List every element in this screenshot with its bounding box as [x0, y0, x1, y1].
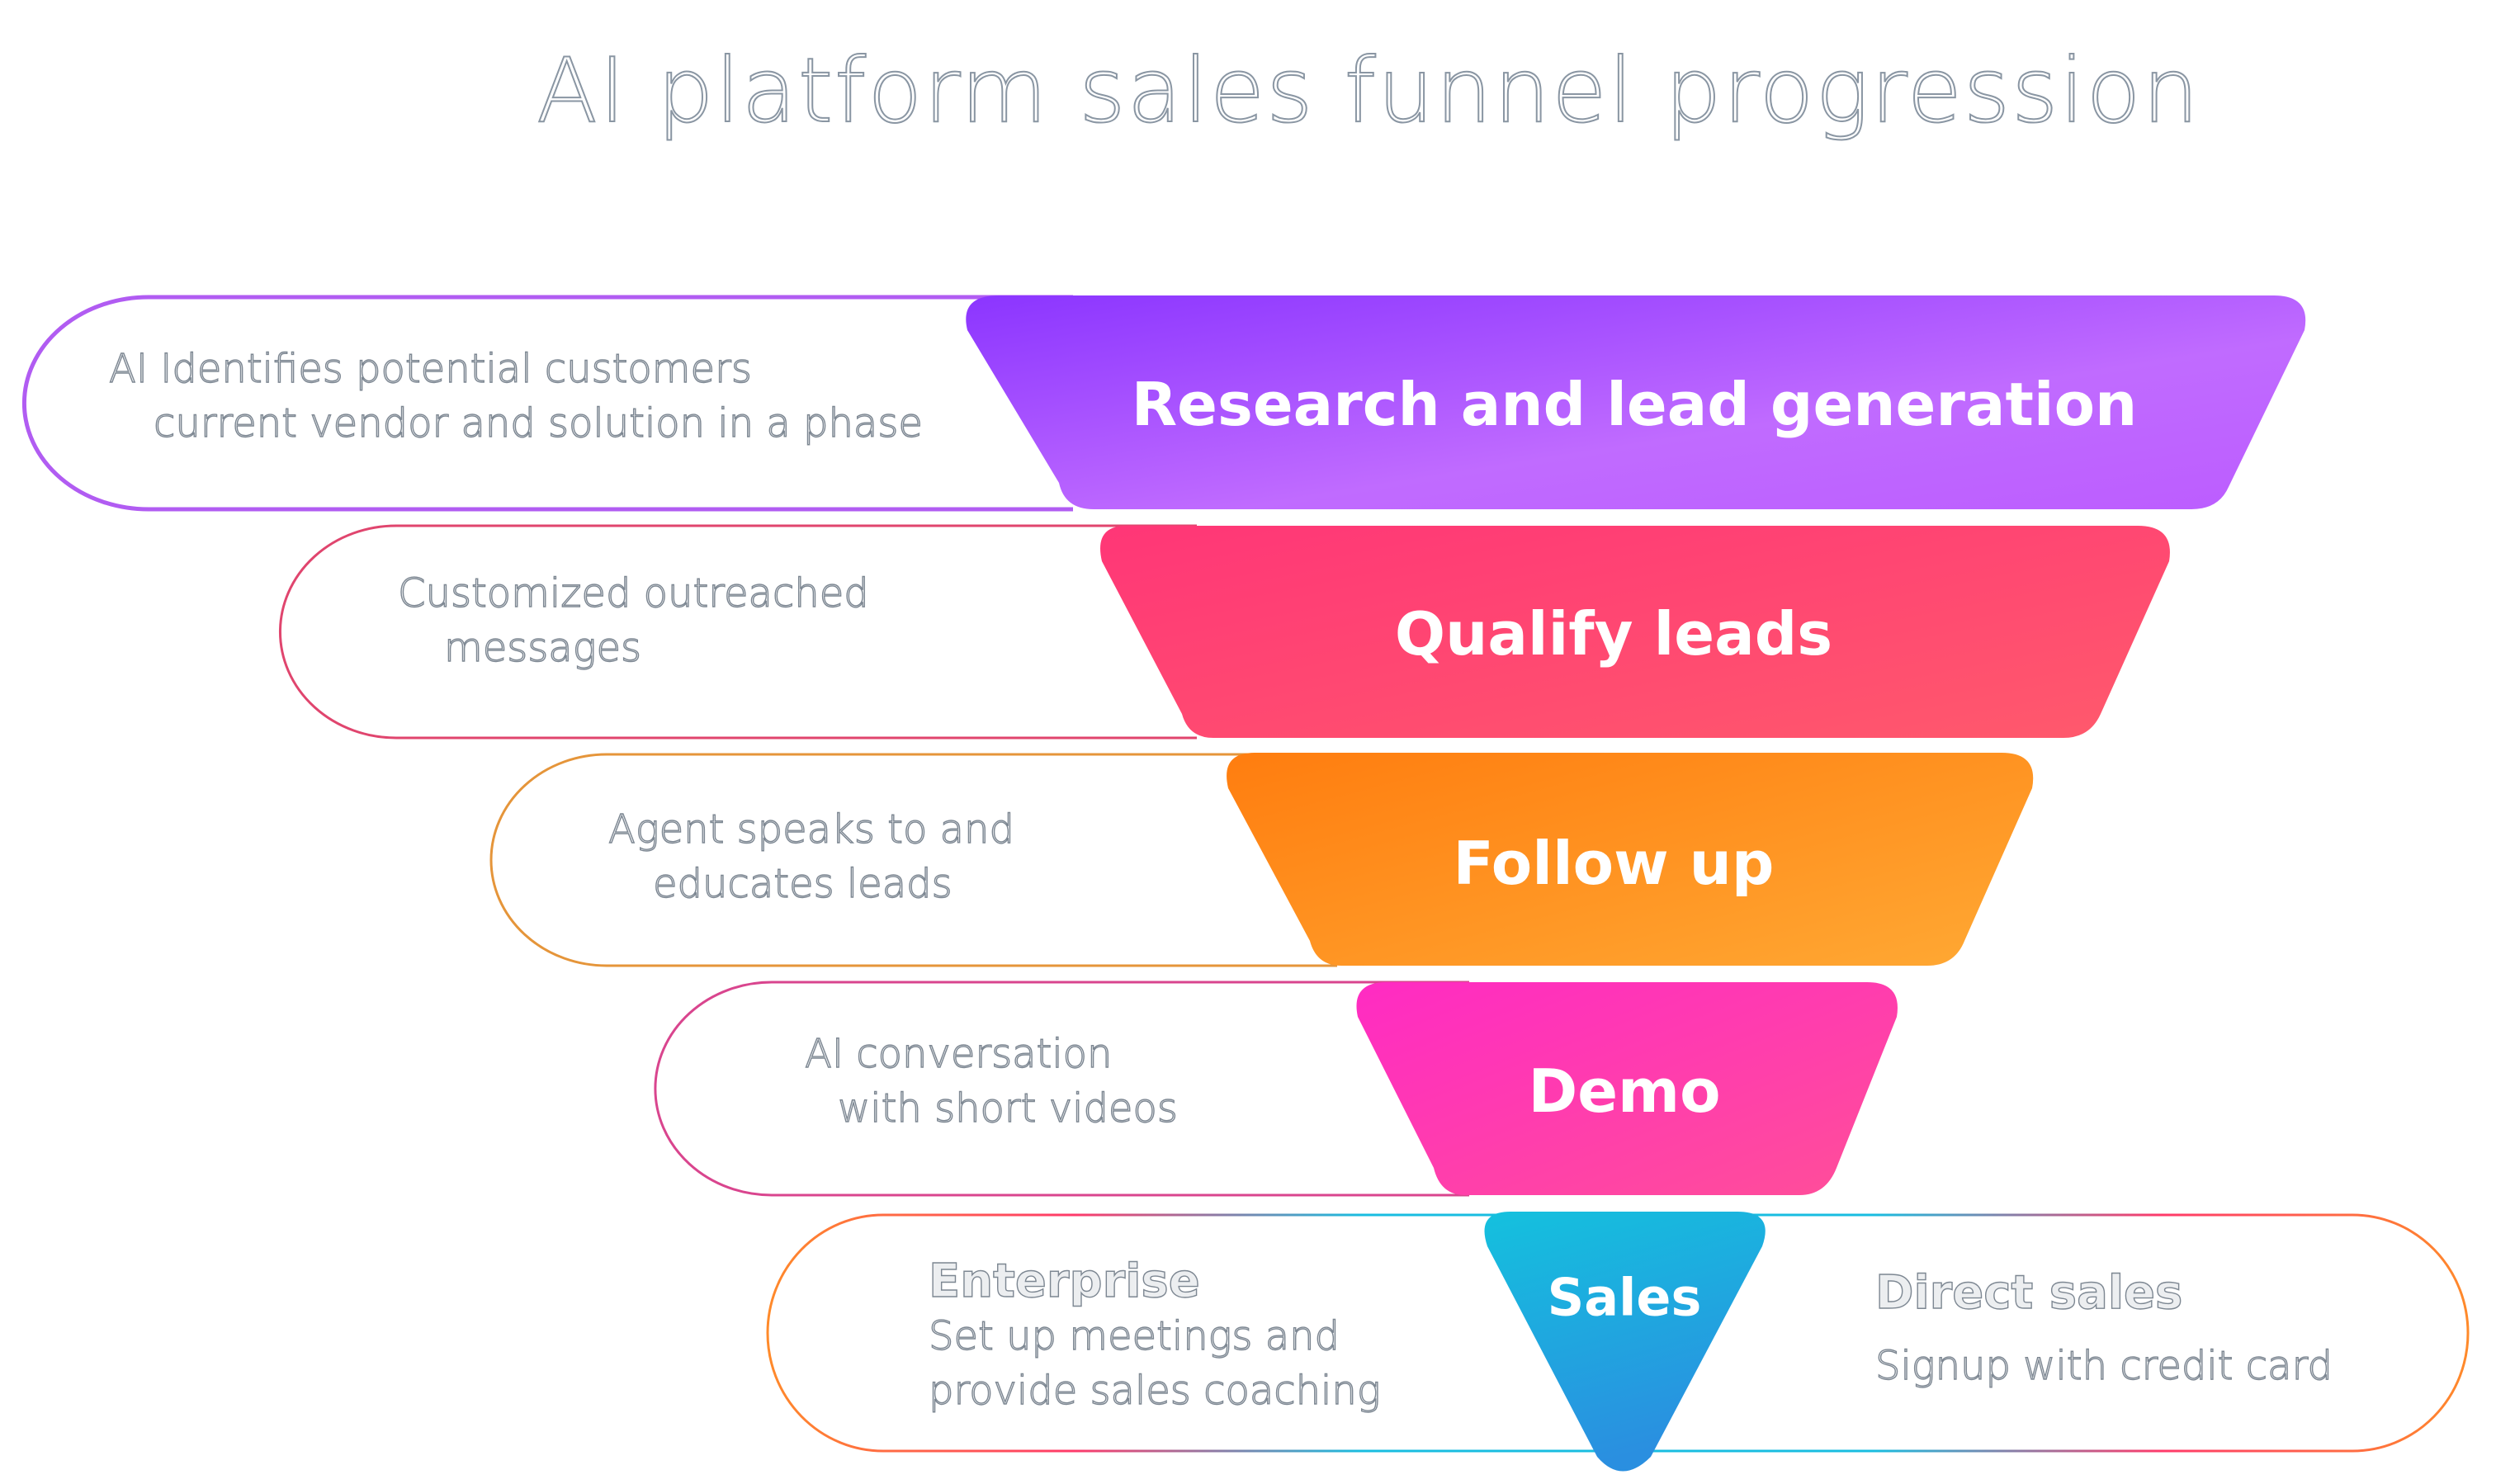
description-pill-qualify	[279, 524, 1197, 740]
funnel-segment-sales	[1484, 1212, 1766, 1472]
funnel-segment-qualify	[1100, 526, 2170, 738]
description-line: AI conversation	[804, 1030, 1113, 1077]
description-pill-research	[21, 295, 1073, 512]
stage-qualify	[279, 524, 2170, 740]
stage-demo	[654, 981, 1898, 1197]
description-qualify: Customized outreached messages	[397, 566, 869, 675]
stage-followup	[489, 753, 2034, 967]
description-pill-demo	[654, 981, 1469, 1197]
description-followup: Agent speaks to and educates leads	[607, 802, 1014, 911]
stage-label-demo: Demo	[1528, 1056, 1721, 1126]
description-line: current vendor and solution in a phase	[153, 399, 923, 447]
stage-label-followup: Follow up	[1453, 829, 1775, 898]
stage-label-research: Research and lead generation	[1131, 370, 2138, 439]
description-line: Customized outreached	[397, 569, 869, 617]
description-demo: AI conversation with short videos	[804, 1027, 1178, 1136]
description-line: AI Identifies potential customers	[108, 345, 752, 392]
diagram-title: AI platform sales funnel progression	[536, 39, 2201, 144]
direct-sales-heading: Direct sales	[1874, 1265, 2183, 1320]
description-line: Signup with credit card	[1874, 1342, 2333, 1389]
description-research: AI Identifies potential customers curren…	[108, 342, 923, 451]
description-direct-sales: Direct sales Signup with credit card	[1874, 1265, 2333, 1393]
funnel-segment-demo	[1356, 982, 1898, 1195]
description-line: Set up meetings and	[928, 1312, 1340, 1359]
description-line: with short videos	[837, 1085, 1178, 1132]
funnel-segment-followup	[1227, 753, 2034, 966]
description-enterprise: Enterprise Set up meetings and provide s…	[928, 1254, 1381, 1418]
description-line: messages	[443, 624, 642, 671]
stage-sales	[766, 1212, 2470, 1472]
description-line: educates leads	[652, 860, 953, 907]
funnel-segment-research	[966, 295, 2306, 509]
description-line: provide sales coaching	[928, 1367, 1381, 1414]
description-pill-followup	[489, 753, 1337, 967]
stage-label-sales: Sales	[1547, 1267, 1702, 1328]
stage-research	[21, 295, 2306, 512]
description-line: Agent speaks to and	[607, 806, 1014, 853]
enterprise-heading: Enterprise	[928, 1254, 1200, 1308]
stage-label-qualify: Qualify leads	[1394, 599, 1833, 669]
